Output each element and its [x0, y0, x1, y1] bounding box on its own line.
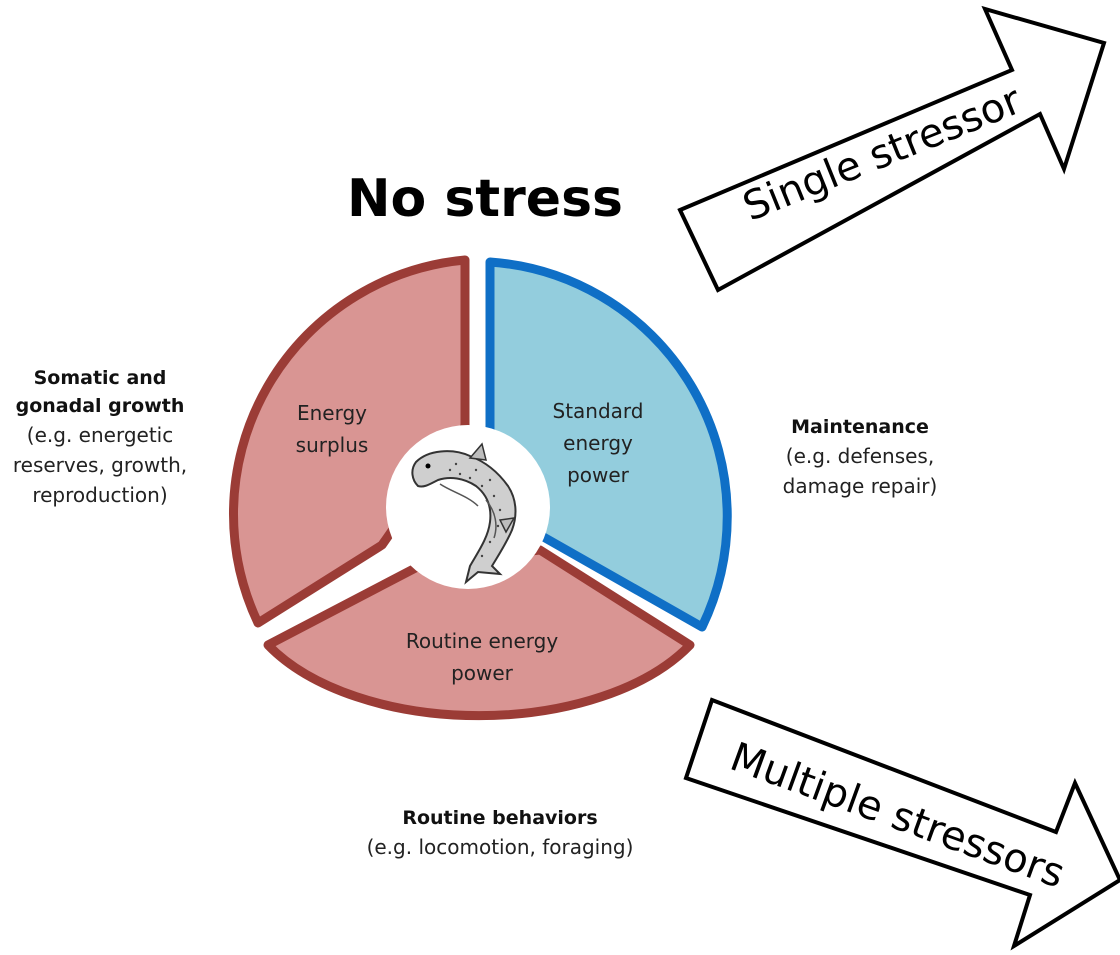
label-routine-behaviors: Routine behaviors (e.g. locomotion, fora…	[340, 804, 660, 862]
txt-routine-line-2: power	[451, 661, 514, 685]
txt-standard-line-3: power	[567, 463, 630, 487]
label-somatic-desc-1: (e.g. energetic	[26, 423, 174, 447]
label-somatic-gonadal-growth: Somatic and gonadal growth (e.g. energet…	[0, 364, 200, 510]
page-title: No stress	[347, 169, 623, 229]
label-maintenance-desc-1: (e.g. defenses,	[785, 444, 935, 468]
txt-standard-line-1: Standard	[553, 399, 644, 423]
txt-standard-line-2: energy	[563, 431, 633, 455]
arrow-multiple-stressors: Multiple stressors	[683, 697, 1120, 951]
label-somatic-desc-3: reproduction)	[32, 483, 168, 507]
label-somatic-head-2: gonadal growth	[15, 395, 185, 417]
label-maintenance-head: Maintenance	[791, 416, 929, 438]
arrow-single-stressor: Single stressor	[677, 5, 1107, 293]
label-maintenance-desc-2: damage repair)	[782, 474, 938, 498]
segment-routine-energy-power	[263, 545, 695, 721]
segment-label-routine-energy-power: Routine energy power	[406, 629, 558, 685]
segment-energy-surplus	[229, 255, 470, 628]
label-maintenance: Maintenance (e.g. defenses, damage repai…	[760, 413, 960, 501]
txt-surplus-line-2: surplus	[296, 433, 369, 457]
txt-surplus-line-1: Energy	[297, 401, 367, 425]
arrow-label-single-stressor: Single stressor	[737, 77, 1028, 230]
segment-standard-energy-power	[485, 257, 732, 632]
label-routine-desc: (e.g. locomotion, foraging)	[366, 835, 634, 859]
label-somatic-desc-2: reserves, growth,	[12, 453, 188, 477]
label-somatic-head-1: Somatic and	[33, 367, 167, 389]
center-disc	[386, 425, 550, 589]
leaping-fish-icon	[411, 442, 517, 585]
segment-label-energy-surplus: Energy surplus	[296, 401, 369, 457]
label-routine-head: Routine behaviors	[402, 807, 598, 829]
txt-routine-line-1: Routine energy	[406, 629, 558, 653]
segment-label-standard-energy-power: Standard energy power	[553, 399, 644, 487]
